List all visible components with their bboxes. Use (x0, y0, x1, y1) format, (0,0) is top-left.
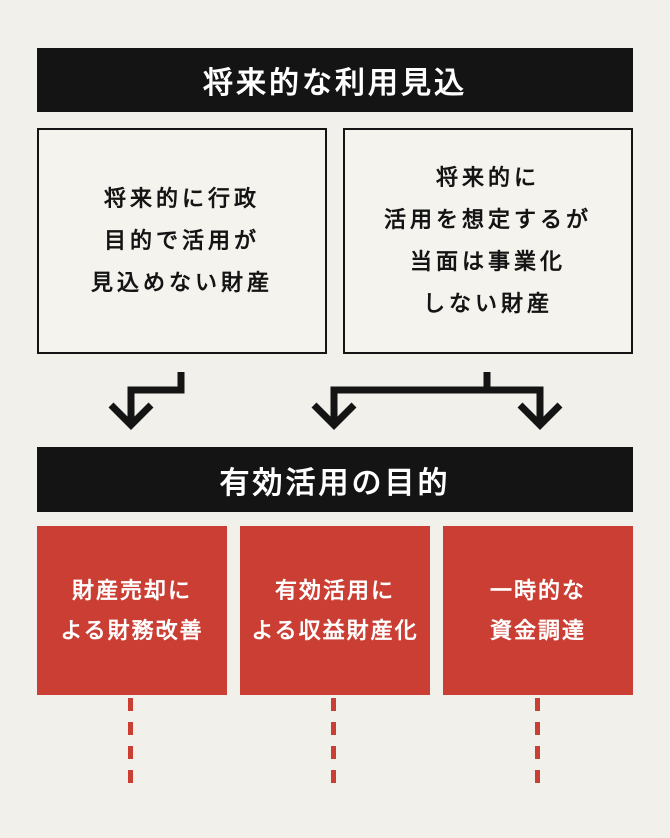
purpose-box-income-property: 有効活用に よる収益財産化 (240, 526, 430, 695)
source-box-line: 当面は事業化 (409, 249, 566, 274)
purpose-box-sale-financial-improvement: 財産売却に よる財務改善 (37, 526, 227, 695)
dashed-continuation-line (535, 698, 540, 794)
right-arrowhead-icon (517, 402, 563, 430)
flow-arrows (108, 372, 563, 430)
source-box-line: 将来的に行政 (103, 186, 260, 211)
source-box-line: 見込めない財産 (90, 270, 273, 295)
purpose-box-line: 有効活用に (274, 577, 395, 603)
header-utilization-purpose: 有効活用の目的 (37, 447, 633, 512)
purpose-box-line: よる収益財産化 (251, 617, 419, 643)
dashed-continuation-line (331, 698, 336, 794)
purpose-box-line: よる財務改善 (60, 617, 204, 643)
right-connector-bracket (330, 386, 544, 420)
source-box-line: 活用を想定するが (383, 207, 592, 232)
purpose-box-line: 資金調達 (489, 617, 586, 643)
source-box-line: しない財産 (422, 291, 553, 316)
purpose-box-temporary-funding: 一時的な 資金調達 (443, 526, 633, 695)
source-box-line: 将来的に (435, 165, 540, 190)
header-future-usage-label: 将来的な利用見込 (203, 67, 467, 100)
source-box-no-administrative-use: 将来的に行政 目的で活用が 見込めない財産 (37, 128, 327, 354)
source-box-line: 目的で活用が (103, 228, 260, 253)
purpose-box-line: 一時的な (489, 577, 586, 603)
header-future-usage: 将来的な利用見込 (37, 48, 633, 112)
header-utilization-purpose-label: 有効活用の目的 (219, 466, 451, 500)
dashed-continuation-line (128, 698, 133, 794)
left-arrowhead-icon (108, 402, 154, 430)
left-connector-line (127, 372, 185, 420)
purpose-box-line: 財産売却に (71, 577, 192, 603)
source-box-future-use-not-yet: 将来的に 活用を想定するが 当面は事業化 しない財産 (343, 128, 633, 354)
middle-arrowhead-icon (311, 402, 357, 430)
